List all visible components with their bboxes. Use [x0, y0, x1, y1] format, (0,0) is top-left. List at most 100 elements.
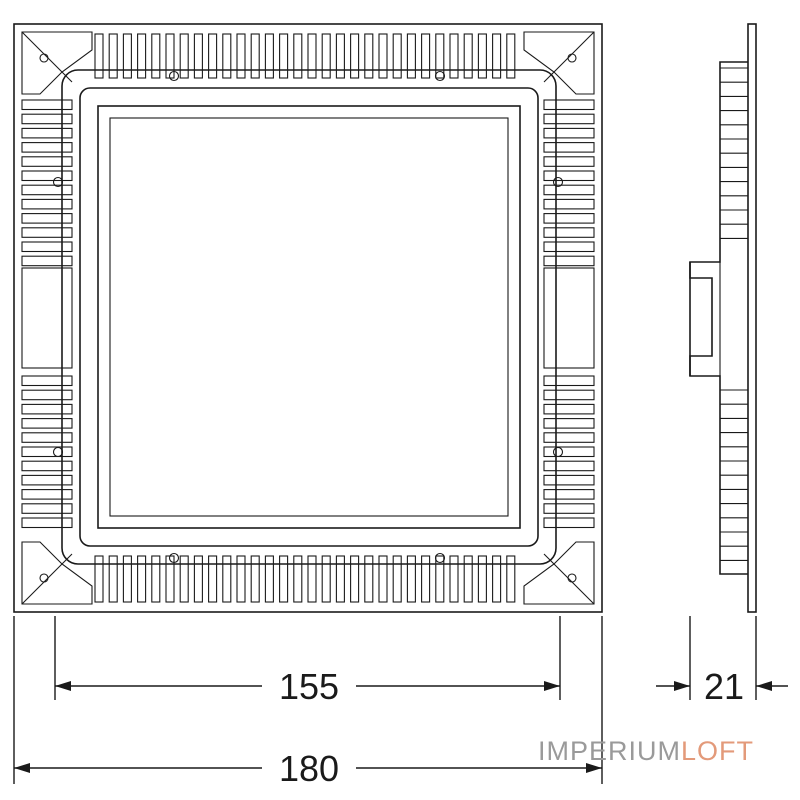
corner-diagonal	[21, 31, 73, 83]
fin-top	[378, 33, 388, 79]
fin-left	[21, 127, 73, 139]
fin-top	[193, 33, 203, 79]
fin-right	[543, 142, 595, 153]
arrow-depth-left	[674, 681, 690, 691]
fin-left	[21, 460, 73, 472]
fin-bottom	[506, 555, 516, 603]
fin-bottom	[350, 555, 360, 603]
fin-right	[543, 227, 595, 238]
fin-right	[543, 113, 595, 125]
fin-right	[543, 184, 595, 196]
fin-left	[21, 503, 73, 514]
arrow-inner-right	[544, 681, 560, 691]
fin-top	[350, 33, 360, 79]
mounting-hole	[434, 552, 446, 564]
fin-bottom	[435, 555, 445, 603]
mounting-hole	[552, 446, 564, 458]
front-view	[13, 23, 603, 613]
fin-top	[137, 33, 147, 79]
fin-top	[208, 33, 218, 79]
fin-bottom	[477, 555, 487, 603]
fin-right	[543, 446, 595, 458]
fin-bottom	[378, 555, 388, 603]
arrow-inner-left	[55, 681, 71, 691]
fin-right	[543, 517, 595, 529]
fin-top	[94, 33, 104, 79]
fin-top	[492, 33, 502, 79]
corner-hole	[567, 53, 577, 63]
fin-bottom	[406, 555, 416, 603]
fin-left	[21, 389, 73, 401]
fin-left	[21, 403, 73, 415]
corner-hole	[39, 53, 49, 63]
fin-bottom	[179, 555, 189, 603]
fin-right	[543, 127, 595, 139]
corner-bracket	[21, 31, 93, 95]
fin-top	[236, 33, 246, 79]
fin-bottom	[293, 555, 303, 603]
fin-top	[506, 33, 516, 79]
fin-left	[21, 170, 73, 182]
fin-left	[21, 156, 73, 167]
fin-bottom	[108, 555, 118, 603]
side-plate-right	[543, 267, 595, 369]
cooling-fins	[21, 33, 595, 603]
fin-right	[543, 170, 595, 182]
fin-bottom	[208, 555, 218, 603]
corner-brackets	[21, 31, 595, 605]
fin-left	[21, 375, 73, 387]
dim-label-depth: 21	[704, 666, 744, 707]
corner-bracket	[523, 31, 595, 95]
fin-bottom	[492, 555, 502, 603]
light-panel	[97, 105, 521, 529]
corner-diagonal	[543, 553, 595, 605]
fin-right	[543, 489, 595, 500]
fin-bottom	[122, 555, 132, 603]
dim-label-inner-width: 155	[279, 666, 339, 707]
fin-top	[151, 33, 161, 79]
fin-left	[21, 432, 73, 443]
fin-bottom	[335, 555, 345, 603]
fin-right	[543, 432, 595, 443]
fin-left	[21, 474, 73, 486]
fin-top	[449, 33, 459, 79]
fin-top	[335, 33, 345, 79]
fin-right	[543, 474, 595, 486]
fin-top	[264, 33, 274, 79]
bezel-inner	[79, 87, 539, 547]
mounting-hole	[552, 176, 564, 188]
fin-bottom	[392, 555, 402, 603]
fin-top	[477, 33, 487, 79]
fin-top	[179, 33, 189, 79]
watermark-imperium: IMPERIUM	[538, 736, 681, 766]
mounting-holes	[52, 70, 564, 564]
fin-left	[21, 99, 73, 111]
dimensions: 155 180 21	[13, 616, 788, 789]
arrow-outer-right	[586, 763, 602, 773]
arrow-depth-right	[756, 681, 772, 691]
fin-top	[108, 33, 118, 79]
bezel-outer	[61, 69, 557, 565]
fin-bottom	[421, 555, 431, 603]
corner-bracket	[523, 541, 595, 605]
side-front-plate	[747, 23, 757, 613]
fin-bottom	[236, 555, 246, 603]
fin-bottom	[307, 555, 317, 603]
fin-bottom	[137, 555, 147, 603]
fin-top	[421, 33, 431, 79]
fin-left	[21, 184, 73, 196]
corner-diagonal	[21, 553, 73, 605]
fin-top	[392, 33, 402, 79]
arrow-outer-left	[14, 763, 30, 773]
fin-top	[435, 33, 445, 79]
side-body	[689, 61, 748, 575]
fin-bottom	[193, 555, 203, 603]
fin-left	[21, 418, 73, 429]
fin-top	[293, 33, 303, 79]
fin-left	[21, 142, 73, 153]
side-plate-left	[21, 267, 73, 369]
fin-right	[543, 213, 595, 224]
mounting-hole	[168, 552, 180, 564]
corner-hole	[567, 573, 577, 583]
